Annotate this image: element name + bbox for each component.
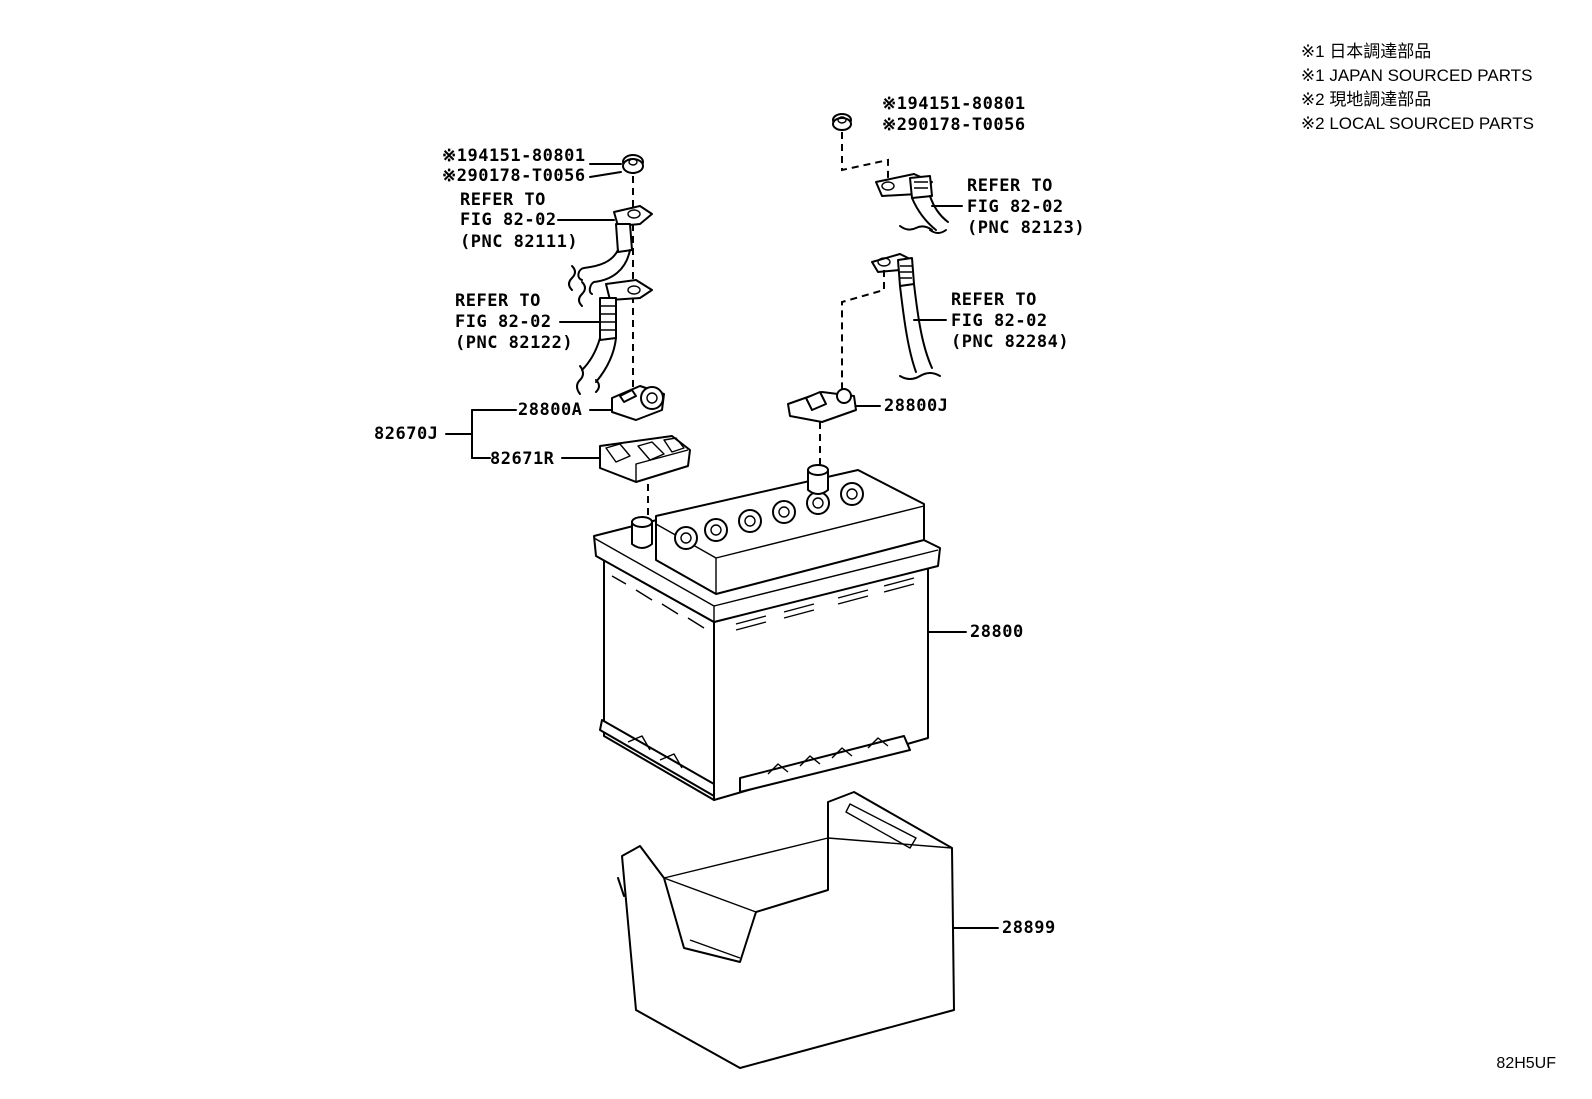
right-nut [832,113,852,131]
left-nut [589,154,644,178]
ref-82122-line-3[interactable]: (PNC 82122) [455,333,574,353]
legend-line-1: ※1 日本調達部品 [1300,42,1432,61]
ref-82123-line-2: FIG 82-02 [967,197,1064,217]
ref-82122-line-2: FIG 82-02 [455,312,552,332]
legend: ※1 日本調達部品 ※1 JAPAN SOURCED PARTS ※2 現地調達… [1301,40,1534,136]
legend-line-3: ※2 現地調達部品 [1300,90,1432,109]
right-nut-part-2[interactable]: ※290178-T0056 [882,115,1026,135]
legend-line-4: ※2 LOCAL SOURCED PARTS [1300,114,1534,133]
right-dashed-upper [841,132,889,186]
ref-82284-line-1: REFER TO [951,290,1037,310]
cable-82284 [871,253,947,380]
cable-82123 [875,173,963,234]
terminal-28800j [787,388,881,423]
part-28800[interactable]: 28800 [970,622,1024,642]
part-82670j[interactable]: 82670J [374,424,439,444]
ref-82111-line-1: REFER TO [460,190,546,210]
part-28800a[interactable]: 28800A [518,400,583,420]
kit-bracket-82670j [445,409,517,459]
legend-line-2: ※1 JAPAN SOURCED PARTS [1300,66,1533,85]
part-82671r[interactable]: 82671R [490,449,555,469]
left-nut-part-1[interactable]: ※194151-80801 [442,146,586,166]
right-nut-part-1[interactable]: ※194151-80801 [882,94,1026,114]
cable-82122 [559,279,653,395]
cable-82111 [557,205,653,307]
part-28800j[interactable]: 28800J [884,396,949,416]
ref-82111-line-2: FIG 82-02 [460,210,557,230]
cover-82671r [561,435,691,483]
ref-82123-line-1: REFER TO [967,176,1053,196]
left-nut-part-2[interactable]: ※290178-T0056 [442,166,586,186]
ref-82122-line-1: REFER TO [455,291,541,311]
figure-code: 82H5UF [1496,1055,1556,1072]
battery-28800 [593,464,967,801]
tray-28899 [617,791,999,1069]
right-dashed-lower [841,270,885,390]
ref-82284-line-2: FIG 82-02 [951,311,1048,331]
ref-82123-line-3[interactable]: (PNC 82123) [967,218,1086,238]
part-28899[interactable]: 28899 [1002,918,1056,938]
ref-82111-line-3[interactable]: (PNC 82111) [460,232,579,252]
terminal-28800a [589,385,665,421]
ref-82284-line-3[interactable]: (PNC 82284) [951,332,1070,352]
